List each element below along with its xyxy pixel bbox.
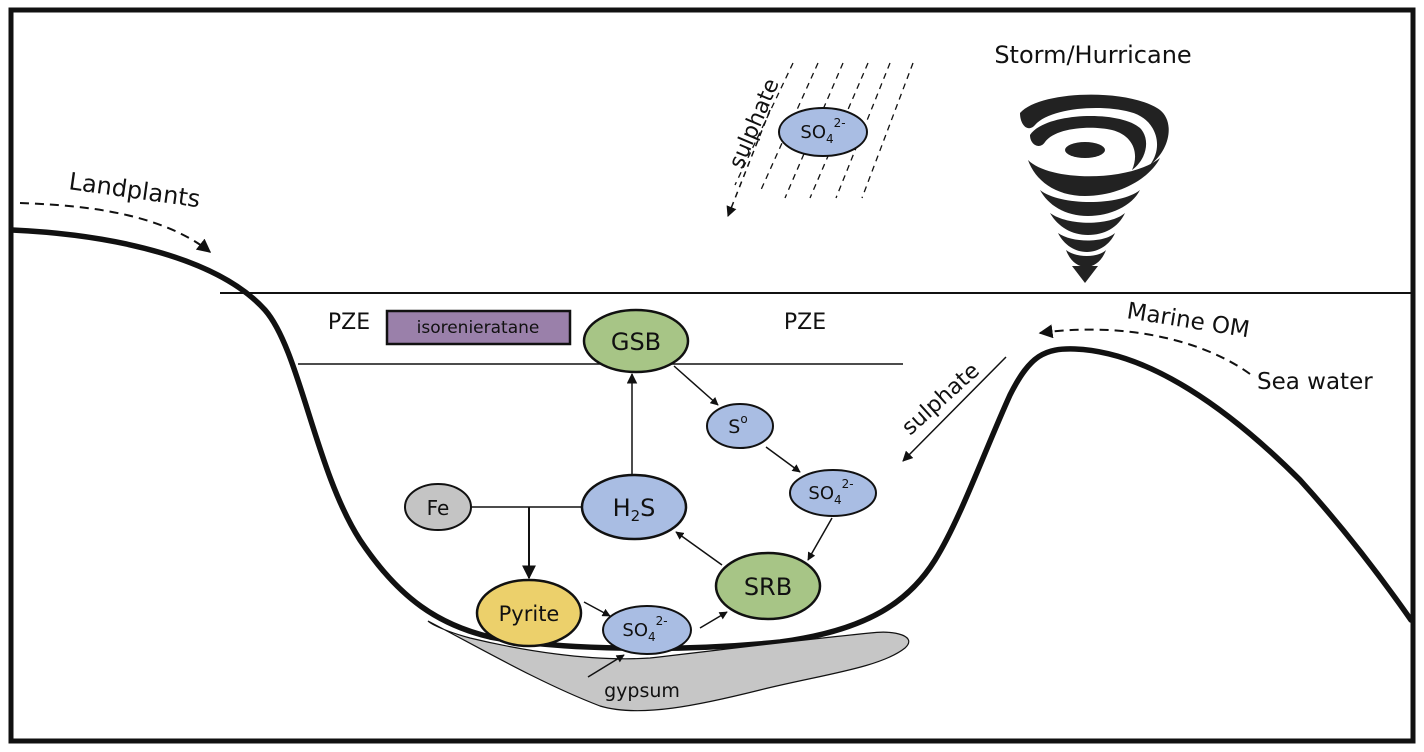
svg-text:So: So: [728, 412, 747, 438]
fe-node: Fe: [404, 483, 472, 531]
svg-text:GSB: GSB: [611, 328, 661, 356]
gypsum-lens: [427, 620, 910, 712]
elemental-sulphur-node: So: [706, 403, 774, 449]
so4-air-sup: 2-: [834, 116, 846, 130]
hurricane-icon: [1020, 94, 1169, 283]
storm-label: Storm/Hurricane: [994, 41, 1191, 69]
svg-text:SO42-: SO42-: [808, 477, 853, 507]
sea-water-label: Sea water: [1257, 369, 1373, 395]
outer-frame: [8, 7, 1416, 744]
h2s-sub: 2: [631, 507, 641, 525]
so4-mid-sup: 2-: [842, 477, 854, 491]
so4-air-base: SO: [800, 122, 826, 143]
svg-text:Fe: Fe: [427, 496, 450, 520]
srb-node: SRB: [714, 551, 822, 621]
pze-right-label: PZE: [784, 310, 826, 335]
pyrite-node: Pyrite: [475, 578, 583, 648]
svg-text:SO42-: SO42-: [622, 614, 667, 644]
so4-mid-node: SO42-: [789, 469, 877, 517]
so4-mid-base: SO: [808, 483, 834, 504]
marine-om-arrow: [1038, 324, 1251, 375]
sulphate-air-arrow: [726, 109, 771, 217]
so4-low-sub: 4: [648, 630, 656, 644]
isorenieratane-box: [385, 309, 572, 346]
so4-mid-sub: 4: [834, 493, 842, 507]
svg-text:H2S: H2S: [613, 494, 656, 525]
h2s-base: H: [613, 494, 631, 522]
gypsum-label: gypsum: [604, 680, 680, 702]
h2s-tail: S: [640, 494, 655, 522]
s0-sup: o: [740, 412, 747, 426]
s0-base: S: [728, 416, 740, 438]
so4-low-base: SO: [622, 620, 648, 641]
svg-text:SRB: SRB: [744, 573, 792, 601]
sulphate-water-arrow: [902, 356, 1007, 462]
so4-low-node: SO42-: [602, 605, 692, 655]
seafloor-profile: [9, 227, 1414, 652]
landplants-arrow: [19, 202, 212, 253]
h2s-node: H2S: [580, 473, 688, 541]
so4-low-sup: 2-: [656, 614, 668, 628]
gsb-node: GSB: [582, 308, 690, 374]
svg-text:SO42-: SO42-: [800, 116, 845, 146]
svg-text:Pyrite: Pyrite: [499, 602, 560, 626]
so4-air-sub: 4: [826, 132, 834, 146]
pze-left-label: PZE: [328, 310, 370, 335]
isorenieratane-label: isorenieratane: [417, 318, 540, 338]
so4-atmosphere-node: SO42-: [778, 107, 868, 157]
cycle-arrows: [471, 365, 833, 678]
